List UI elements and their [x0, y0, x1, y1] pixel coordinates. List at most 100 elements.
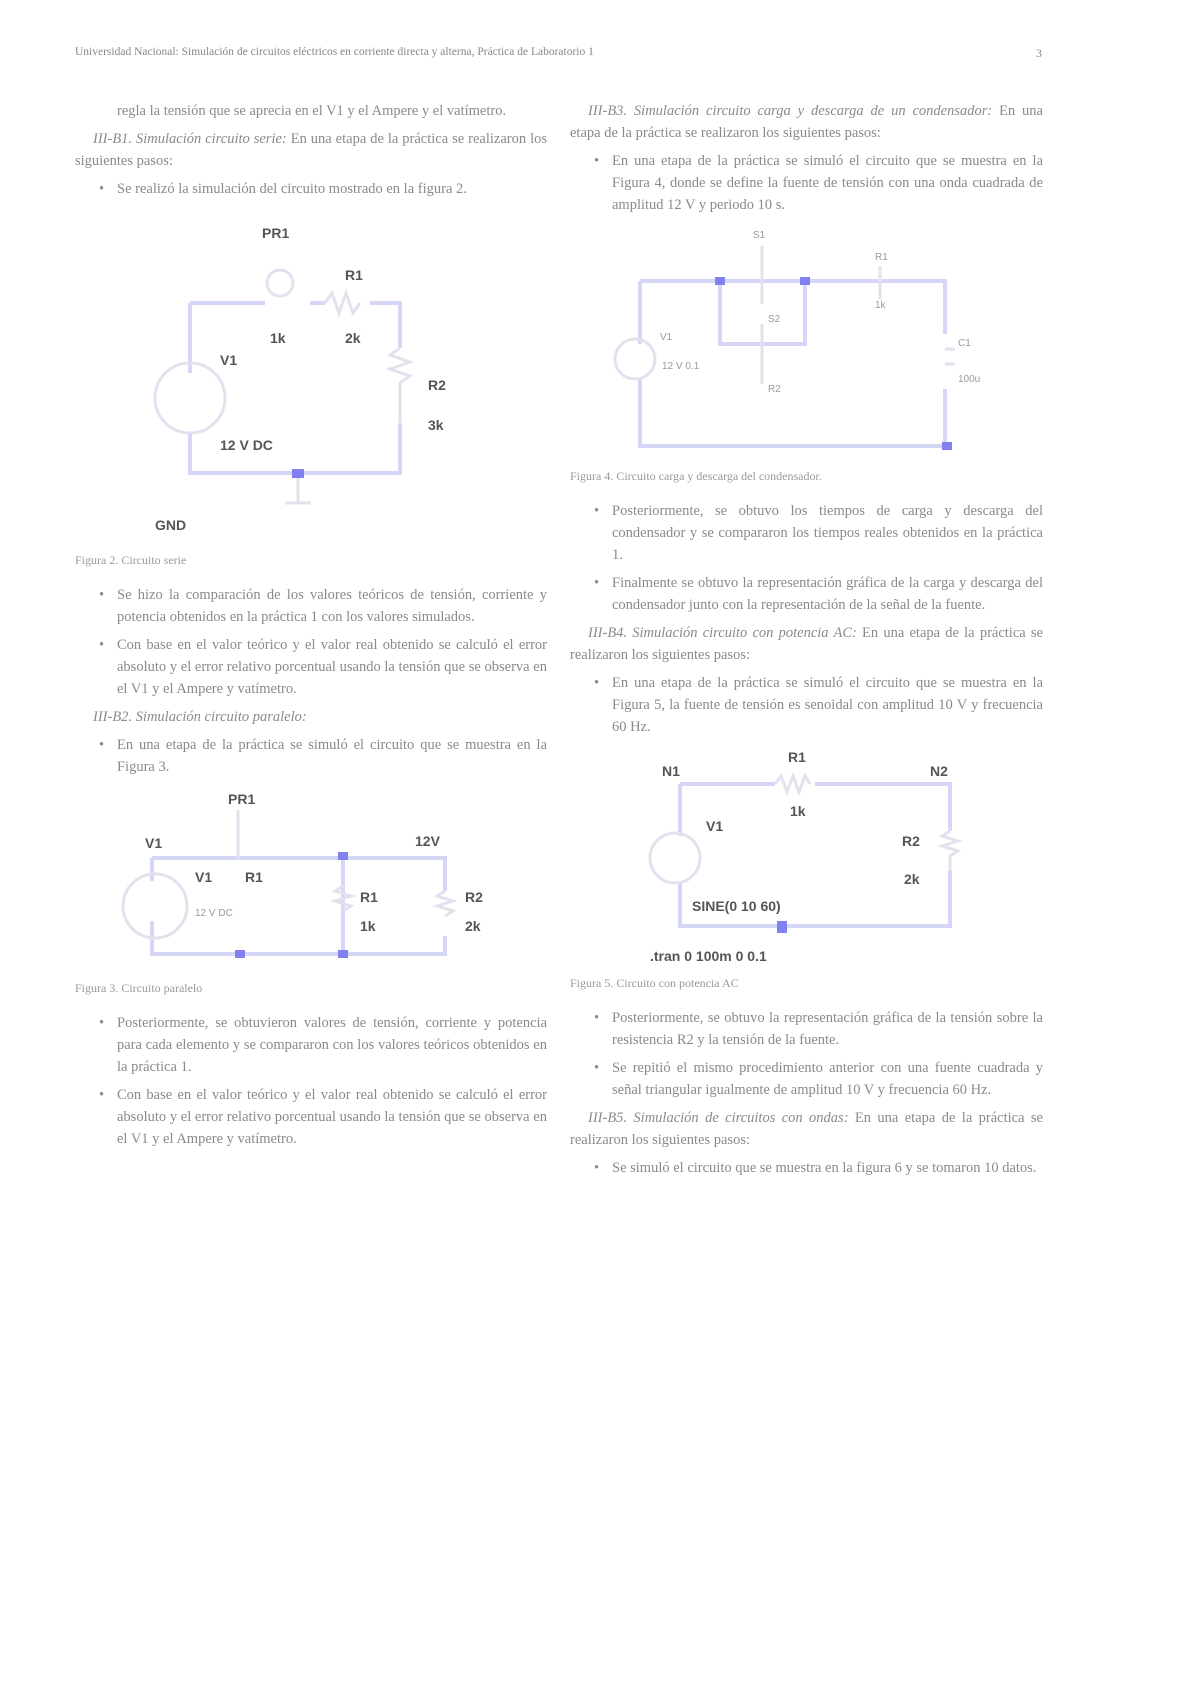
list-item-text: Posteriormente, se obtuvo los tiempos de… [612, 503, 1043, 563]
label: 12V [415, 833, 441, 849]
list-item-text: En una etapa de la práctica se simuló el… [612, 675, 1043, 735]
figure-4-rc-circuit: S1 R1 1k S2 V1 12 V 0.1 R2 C1 100u [613, 230, 980, 450]
list-item: •Se simuló el circuito que se muestra en… [570, 1157, 1043, 1179]
label: 1k [360, 918, 376, 934]
bullet-icon: • [99, 637, 105, 653]
figure-5: N1 R1 1k N2 V1 R2 2k SINE(0 10 60) .tran… [570, 746, 1043, 971]
label: 3k [428, 417, 444, 433]
figure-3-parallel-circuit: PR1 V1 V1 R1 12 V DC R1 1k R2 2k 12V [121, 791, 483, 958]
label: V1 [195, 869, 212, 885]
bullet-icon: • [594, 153, 600, 169]
list-item: • Se hizo la comparación de los valores t… [75, 584, 547, 628]
list-item-text: En una etapa de la práctica se simuló el… [612, 153, 1043, 213]
list-item-text: Posteriormente, se obtuvieron valores de… [117, 1015, 547, 1075]
list-item-text: En una etapa de la práctica se simuló el… [117, 737, 547, 775]
list-item-text: Se realizó la simulación del circuito mo… [117, 181, 467, 197]
list-item-text: Con base en el valor teórico y el valor … [117, 637, 547, 697]
paragraph: regla la tensión que se aprecia en el V1… [117, 103, 507, 119]
list-item: •Finalmente se obtuvo la representación … [570, 572, 1043, 616]
label: R2 [768, 384, 781, 395]
label: 12 V DC [195, 908, 233, 919]
label: 2k [904, 871, 920, 887]
section-title: III-B3. Simulación circuito carga y desc… [588, 103, 993, 119]
label: N1 [662, 763, 680, 779]
list-item-text: Se simuló el circuito que se muestra en … [612, 1160, 1037, 1176]
list-item: • Posteriormente, se obtuvieron valores d… [75, 1012, 547, 1078]
right-column: III-B3. Simulación circuito carga y desc… [570, 100, 1043, 1185]
label: R1 [345, 267, 363, 283]
figure-3: PR1 V1 V1 R1 12 V DC R1 1k R2 2k 12V [75, 786, 547, 976]
figure-2: PR1 R1 1k 2k V1 R2 3k 12 V DC GND [75, 208, 547, 548]
section-text: En una etapa de la práctica se realizaro… [570, 103, 1043, 141]
label: SINE(0 10 60) [692, 898, 781, 914]
section-title: III-B2. Simulación circuito paralelo: [93, 709, 307, 725]
label: R1 [245, 869, 263, 885]
figure-5-ac-circuit: N1 R1 1k N2 V1 R2 2k SINE(0 10 60) .tran… [648, 749, 964, 964]
label: 1k [790, 803, 806, 819]
label: PR1 [262, 225, 289, 241]
label: PR1 [228, 791, 255, 807]
page-number: 3 [1036, 46, 1042, 60]
label: 2k [345, 330, 361, 346]
label: V1 [706, 818, 723, 834]
section-iii-b5: III-B5. Simulación de circuitos con onda… [570, 1107, 1043, 1151]
label: R2 [465, 889, 483, 905]
section-title: III-B1. Simulación circuito serie: [93, 131, 287, 147]
label: R2 [902, 833, 920, 849]
section-text: En una etapa de la práctica se realizaro… [570, 625, 1043, 663]
bullet-icon: • [99, 1087, 105, 1103]
section-text: En una etapa de la práctica se realizaro… [570, 1110, 1043, 1148]
bullet-icon: • [99, 587, 105, 603]
list-item: • Con base en el valor teórico y el valor… [75, 634, 547, 700]
label: 12 V 0.1 [662, 361, 700, 372]
section-title: III-B4. Simulación circuito con potencia… [588, 625, 857, 641]
label: 12 V DC [220, 437, 273, 453]
label: S2 [768, 314, 781, 325]
section-iii-b1: III-B1. Simulación circuito serie: En un… [75, 128, 547, 172]
list-item: • Se repitió el mismo procedimiento anter… [570, 1057, 1043, 1101]
figure-4: S1 R1 1k S2 V1 12 V 0.1 R2 C1 100u [570, 224, 1043, 464]
list-item: • Se realizó la simulación del circuito m… [75, 178, 547, 200]
list-item-text: Finalmente se obtuvo la representación g… [612, 575, 1043, 613]
section-iii-b3: III-B3. Simulación circuito carga y desc… [570, 100, 1043, 144]
label: V1 [220, 352, 237, 368]
list-item-text: Con base en el valor teórico y el valor … [117, 1087, 547, 1147]
list-item: • En una etapa de la práctica se simuló e… [75, 734, 547, 778]
bullet-icon: • [594, 1010, 600, 1026]
figure-caption: Figura 5. Circuito con potencia AC [570, 976, 739, 990]
list-item: • Posteriormente, se obtuvo la representa… [570, 1007, 1043, 1051]
list-item: • En una etapa de la práctica se simuló e… [570, 150, 1043, 216]
label: C1 [958, 338, 971, 349]
list-item: • Posteriormente, se obtuvo los tiempos d… [570, 500, 1043, 566]
label: R2 [428, 377, 446, 393]
section-text: En una etapa de la práctica se realizaro… [75, 131, 547, 169]
figure-caption: Figura 2. Circuito serie [75, 553, 187, 567]
bullet-icon: • [594, 1060, 600, 1076]
label: 1k [270, 330, 286, 346]
figure-caption: Figura 4. Circuito carga y descarga del … [570, 469, 822, 483]
label: V1 [660, 332, 673, 343]
label: S1 [753, 230, 766, 241]
list-item-text: Se repitió el mismo procedimiento anteri… [612, 1060, 1043, 1098]
label: 1k [875, 300, 887, 311]
label: 100u [958, 374, 980, 385]
list-item-text: Se hizo la comparación de los valores te… [117, 587, 547, 625]
bullet-icon: • [99, 737, 105, 753]
figure-caption: Figura 3. Circuito paralelo [75, 981, 203, 995]
figure-2-series-circuit: PR1 R1 1k 2k V1 R2 3k 12 V DC GND [153, 225, 446, 533]
label: R1 [875, 252, 888, 263]
label: N2 [930, 763, 948, 779]
running-header: Universidad Nacional: Simulación de circ… [75, 46, 594, 58]
label: R1 [360, 889, 378, 905]
label: V1 [145, 835, 162, 851]
list-item-text: Posteriormente, se obtuvo la representac… [612, 1010, 1043, 1048]
label: R1 [788, 749, 806, 765]
label: GND [155, 517, 186, 533]
label: .tran 0 100m 0 0.1 [650, 948, 767, 964]
bullet-icon: • [99, 181, 105, 197]
bullet-icon: • [99, 1015, 105, 1031]
bullet-icon: • [594, 675, 600, 691]
bullet-icon: • [594, 503, 600, 519]
section-iii-b4: III-B4. Simulación circuito con potencia… [570, 622, 1043, 666]
section-title: III-B5. Simulación de circuitos con onda… [588, 1110, 849, 1126]
